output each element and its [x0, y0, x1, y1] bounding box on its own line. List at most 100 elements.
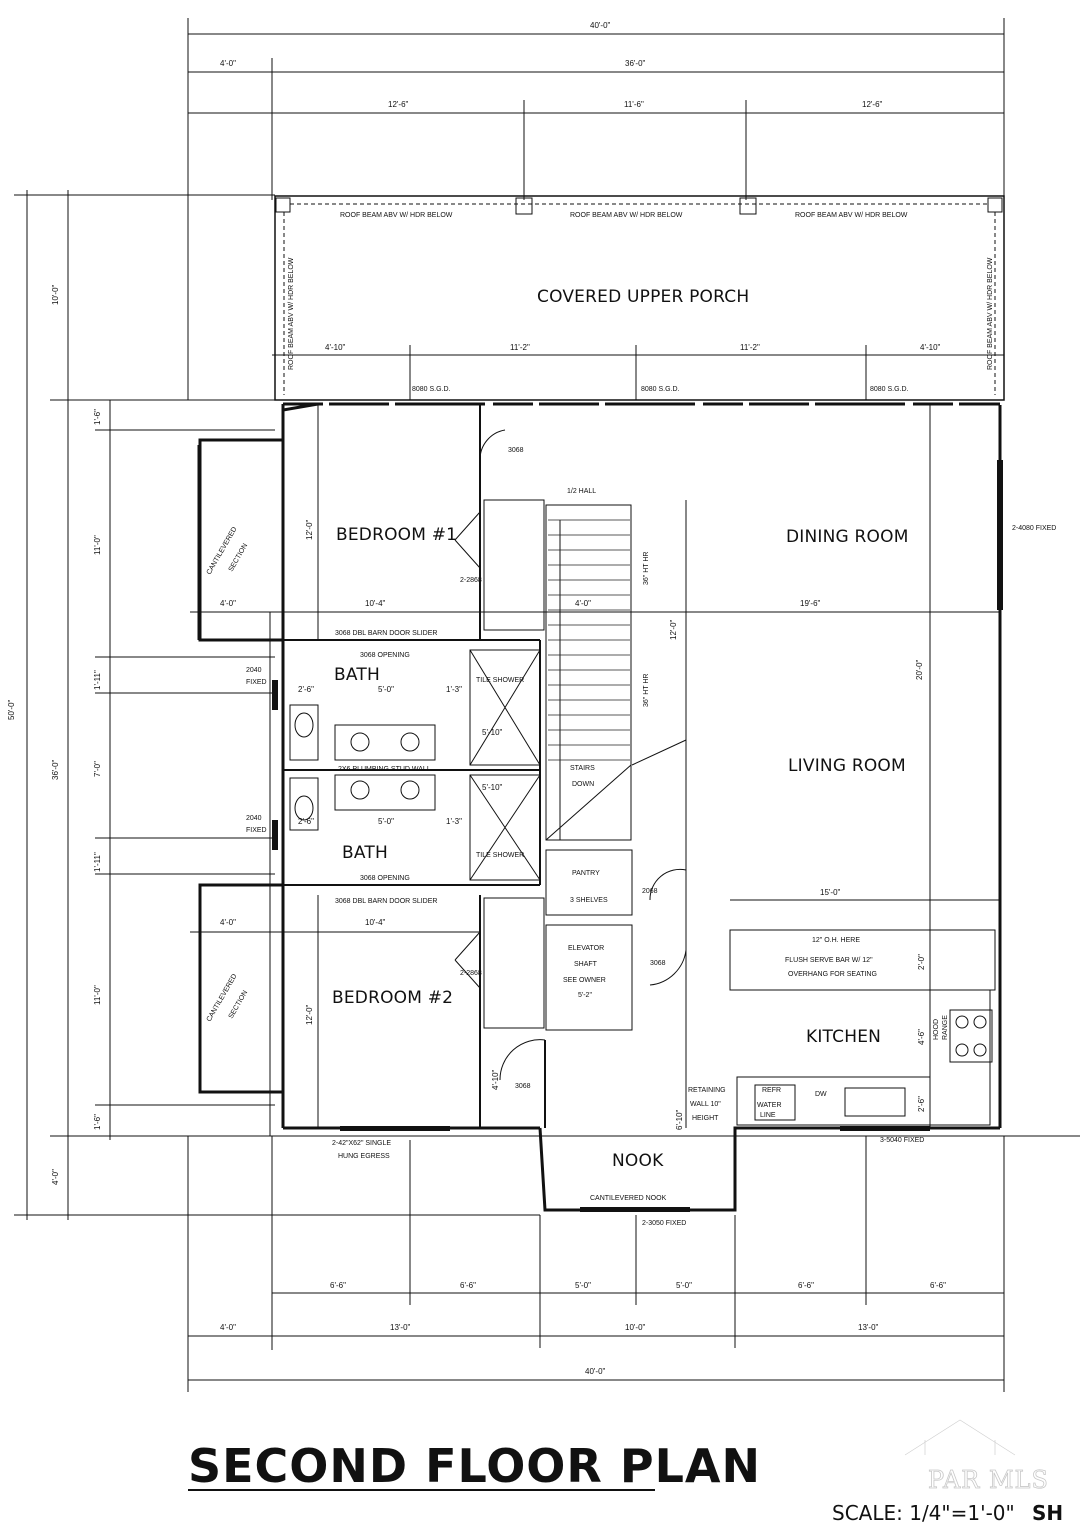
dim-bath-d: 2'-6" [298, 817, 314, 826]
dim-k-c: 2'-6" [917, 1096, 926, 1112]
note-stairs2: DOWN [572, 781, 594, 788]
note-roof-beam-2: ROOF BEAM ABV W/ HDR BELOW [570, 212, 683, 219]
note-sgd3: 8080 S.G.D. [870, 386, 909, 393]
note-retaining3: HEIGHT [692, 1115, 719, 1122]
note-opening2: 3068 OPENING [360, 875, 410, 882]
dim-seg4: 7'-0" [93, 761, 102, 777]
dim-bot-f: 6'-6" [930, 1281, 946, 1290]
dim-b1-h: 12'-0" [305, 519, 314, 540]
stair-treads [548, 519, 630, 761]
dim-bot-left: 4'-0" [220, 1323, 236, 1332]
top-dimensions: 40'-0" 4'-0" 36'-0" 12'-6" 11'-6" 12'-6"… [187, 18, 1005, 400]
dim-porch-c: 11'-2" [740, 343, 760, 352]
note-elev4: 5'-2" [578, 992, 592, 999]
dim-seg2: 11'-0" [93, 535, 102, 555]
watermark-text: PAR MLS [928, 1466, 1049, 1494]
note-egress2: HUNG EGRESS [338, 1153, 390, 1160]
note-cant1b: SECTION [228, 543, 250, 573]
exterior-walls [197, 402, 1003, 1212]
dim-bath-f: 1'-3" [446, 817, 462, 826]
dim-bot-b: 6'-6" [460, 1281, 476, 1290]
note-refr: REFR [762, 1087, 781, 1094]
dim-porch-a: 4'-10" [325, 343, 346, 352]
room-labels: BEDROOM #1 BEDROOM #2 BATH BATH DINING R… [332, 525, 908, 1171]
note-water2: LINE [760, 1112, 776, 1119]
note-fixed-2040b: 2040 [246, 815, 262, 822]
note-stairs: STAIRS [570, 765, 595, 772]
dim-b2-w: 10'-4" [365, 918, 386, 927]
room-kitchen: KITCHEN [806, 1027, 881, 1047]
bottom-dimensions: 6'-6" 6'-6" 5'-0" 5'-0" 6'-6" 6'-6" 4'-0… [187, 1136, 1005, 1392]
dim-bot-g: 13'-0" [390, 1323, 411, 1332]
note-roof-beam-left: ROOF BEAM ABV W/ HDR BELOW [288, 257, 295, 370]
note-hr1: 36" HT HR [643, 552, 650, 585]
note-door-3068c: 3068 [515, 1083, 531, 1090]
note-pantry: PANTRY [572, 870, 600, 877]
title-block: SECOND FLOOR PLAN SCALE: 1/4"=1'-0" SH P… [188, 1419, 1063, 1522]
dim-bot-d: 5'-0" [676, 1281, 692, 1290]
note-door-3068b: 3068 [650, 960, 666, 967]
interior-dimensions: 10'-4" 4'-0" 12'-0" 10'-4" 4'-0" 12'-0" … [190, 404, 1000, 1136]
room-nook: NOOK [612, 1151, 664, 1171]
dim-hall-w: 4'-0" [575, 599, 591, 608]
note-plumbing: 2X6 PLUMBING STUD WALL [338, 766, 431, 773]
dim-porch-d: 4'-10" [920, 343, 941, 352]
note-egress1: 2-42"X62" SINGLE [332, 1140, 391, 1147]
note-tile2: TILE SHOWER [476, 852, 524, 859]
dim-bot-e: 6'-6" [798, 1281, 814, 1290]
dim-seg1: 1'-6" [93, 409, 102, 425]
dim-bot-i: 13'-0" [858, 1323, 879, 1332]
dim-seg7: 1'-6" [93, 1114, 102, 1130]
dim-seg6: 11'-0" [93, 985, 102, 1005]
dim-left-bottom: 4'-0" [51, 1169, 60, 1185]
dim-bath-c: 2'-6" [298, 685, 314, 694]
note-roof-beam-3: ROOF BEAM ABV W/ HDR BELOW [795, 212, 908, 219]
dim-left-overall: 50'-0" [7, 699, 16, 720]
dim-left-porch: 10'-0" [51, 284, 60, 305]
note-fixed-4080: 2-4080 FIXED [1012, 525, 1056, 532]
dim-k-w: 15'-0" [820, 888, 841, 897]
note-roof-beam-right: ROOF BEAM ABV W/ HDR BELOW [987, 257, 994, 370]
dim-bath-b: 5'-0" [378, 817, 394, 826]
room-bath1: BATH [334, 665, 380, 685]
note-hood: HOOD [933, 1019, 940, 1040]
room-bedroom1: BEDROOM #1 [336, 525, 457, 545]
dim-lr-h: 20'-0" [915, 659, 924, 680]
note-cant-nook: CANTILEVERED NOOK [590, 1195, 667, 1202]
dim-nook-b: 6'-10" [675, 1109, 684, 1130]
bath-fixtures [289, 704, 436, 831]
note-cant2b: SECTION [228, 990, 250, 1020]
dim-b1-w: 10'-4" [365, 599, 386, 608]
note-range: RANGE [942, 1015, 949, 1040]
note-fixed-2040b2: FIXED [246, 827, 267, 834]
dim-left-36: 36'-0" [51, 759, 60, 780]
dim-seg5: 1'-11" [93, 852, 102, 872]
note-opening1: 3068 OPENING [360, 652, 410, 659]
dim-shw-b: 5'-10" [482, 783, 503, 792]
left-dimensions: 50'-0" 10'-0" 36'-0" 4'-0" 1'-6" 11'-0" … [7, 190, 1080, 1220]
dim-bot-c: 5'-0" [575, 1281, 591, 1290]
note-elev3: SEE OWNER [563, 977, 606, 984]
porch-area: ROOF BEAM ABV W/ HDR BELOW ROOF BEAM ABV… [274, 195, 1005, 401]
room-bath2: BATH [342, 843, 388, 863]
dim-dr-w: 19'-6" [800, 599, 821, 608]
note-door-2068: 2068 [642, 888, 658, 895]
room-bedroom2: BEDROOM #2 [332, 988, 453, 1008]
note-retaining1: RETAINING [688, 1087, 726, 1094]
note-door-3068: 3068 [508, 447, 524, 454]
note-barn1: 3068 DBL BARN DOOR SLIDER [335, 630, 437, 637]
dim-bath-a: 5'-0" [378, 685, 394, 694]
room-porch: COVERED UPPER PORCH [537, 287, 749, 307]
dim-top-right: 36'-0" [625, 59, 646, 68]
dim-bath-e: 1'-3" [446, 685, 462, 694]
door-swings [454, 429, 687, 1081]
dim-b2-l: 4'-0" [220, 918, 236, 927]
dim-top-b: 11'-6" [624, 100, 644, 109]
note-retaining2: WALL 10" [690, 1101, 721, 1108]
dim-nook-a: 4'-10" [491, 1069, 500, 1090]
interior-walls [283, 404, 687, 1128]
dim-shw-a: 5'-10" [482, 728, 503, 737]
dim-porch-b: 11'-2" [510, 343, 530, 352]
note-elev1: ELEVATOR [568, 945, 604, 952]
dim-k-b: 4'-6" [917, 1029, 926, 1045]
